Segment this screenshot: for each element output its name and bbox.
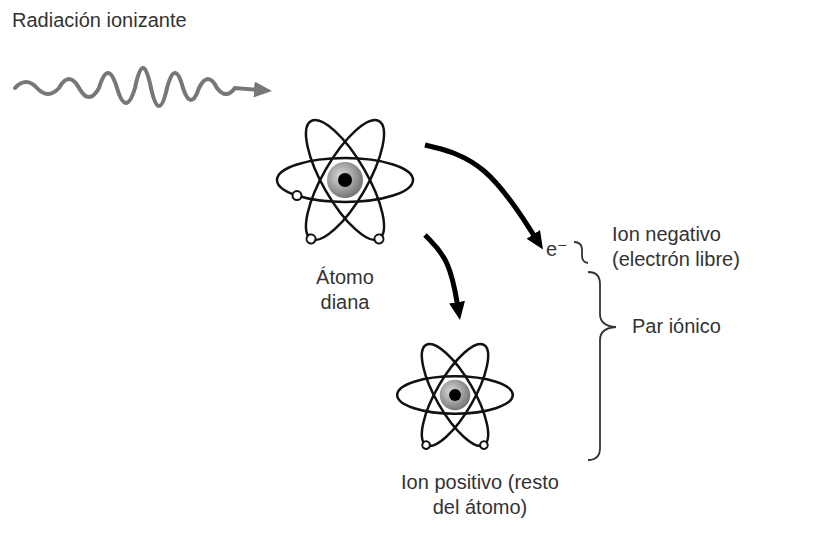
annotation-label: Radiación ionizante	[12, 8, 187, 33]
node-label: Ion positivo (resto del átomo)	[395, 470, 565, 520]
node-label: e⁻	[546, 237, 568, 262]
reaction-arrow	[425, 235, 458, 310]
small-brace	[574, 242, 588, 263]
positive-ion-atom	[397, 336, 513, 458]
pair-brace	[588, 272, 616, 460]
annotation-label: Par iónico	[632, 314, 721, 339]
electron-node: e⁻	[546, 237, 568, 262]
ion-node: Ion positivo (resto del átomo)	[380, 320, 580, 520]
radiation-wave	[15, 68, 260, 106]
target-atom	[277, 110, 413, 254]
reaction-arrow	[425, 145, 538, 241]
annotation-label: Ion negativo (electrón libre)	[612, 222, 782, 272]
atom-node: Átomo diana	[265, 115, 425, 315]
node-label: Átomo diana	[305, 265, 385, 315]
